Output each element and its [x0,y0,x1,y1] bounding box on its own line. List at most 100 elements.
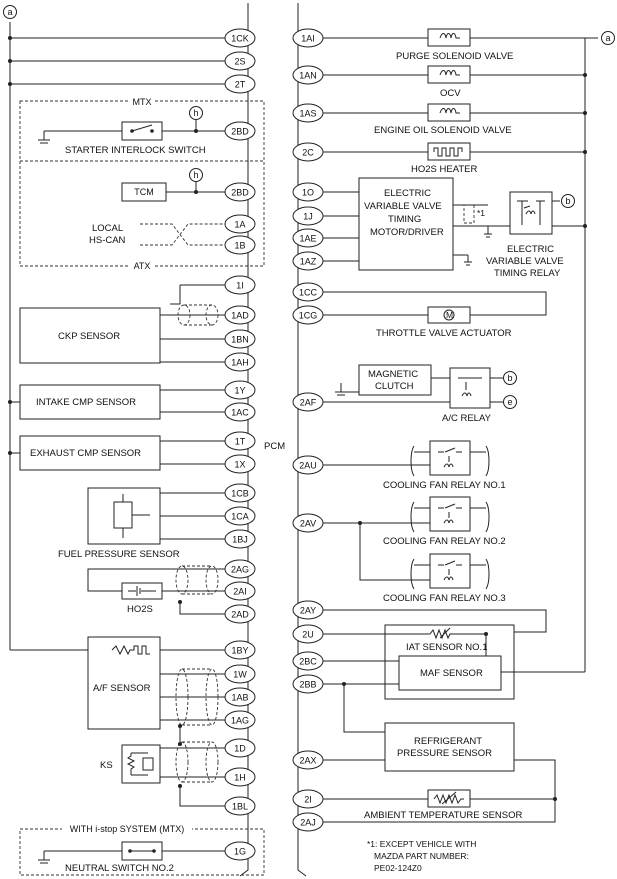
pin-label: 2AD [231,609,249,619]
pin-left-1bn: 1BN [224,329,256,349]
pin-right-1ai: 1AI [292,28,324,48]
magnetic-clutch [335,364,450,396]
pin-left-1w: 1W [224,664,256,684]
pin-left-1a: 1A [224,214,256,234]
pin-right-2i: 2I [292,789,324,809]
pcm-label: PCM [264,441,285,452]
pin-label: 1AC [231,407,249,417]
pin-label: 1T [235,436,246,446]
pin-label: 1Y [234,385,245,395]
ho2s-heater [316,142,587,161]
pin-left-1t: 1T [224,431,256,451]
evvt-relay [509,191,587,235]
pin-label: 2S [234,56,245,66]
refrig-label-2: PRESSURE SENSOR [397,748,492,759]
pin-left-2ag: 2AG [224,559,256,579]
cooling-fan-relay-3 [359,523,490,590]
pin-left-2t: 2T [224,74,256,94]
pin-label: 1AS [299,108,316,118]
ocv-label: OCV [440,88,461,99]
pin-label: 2AG [231,564,249,574]
ks-label: KS [100,760,113,771]
intake-cmp-label: INTAKE CMP SENSOR [36,397,136,408]
pin-label: 2BD [231,126,249,136]
exhaust-cmp-sensor [19,435,161,471]
pin-label: 1AI [301,33,315,43]
istop-label: WITH i-stop SYSTEM (MTX) [70,824,185,834]
ambient-label: AMBIENT TEMPERATURE SENSOR [364,810,522,821]
pin-label: 2I [304,794,312,804]
pin-label: 2T [235,79,246,89]
pin-label: 2AF [300,397,317,407]
af-sensor [87,636,230,744]
ground-ref-a-right: a [605,33,610,43]
pin-left-2bd: 2BD [224,182,256,202]
ref-e-ac: e [507,397,512,407]
iat-label: IAT SENSOR NO.1 [406,642,487,653]
pin-right-2ax: 2AX [292,750,324,770]
intake-cmp-sensor [19,384,161,420]
note-line-2: MAZDA PART NUMBER: [374,851,469,861]
ac-relay-label: A/C RELAY [442,413,492,424]
pin-label: 2BD [231,187,249,197]
star1-mark: *1 [477,208,485,218]
starter-interlock-label: STARTER INTERLOCK SWITCH [65,145,206,156]
pin-label: 2AI [233,586,247,596]
mag-clutch-label-1: MAGNETIC [368,369,418,380]
ground-ref-a-left: a [7,7,12,17]
pin-label: 1BJ [232,534,248,544]
pin-label: 1AD [231,310,249,320]
engine-oil-label: ENGINE OIL SOLENOID VALVE [374,125,512,136]
pin-left-1ca: 1CA [224,506,256,526]
pin-right-2af: 2AF [292,392,324,412]
evvt-label-1: ELECTRIC [384,188,431,199]
pin-label: 2AJ [300,817,316,827]
pin-label: 1X [234,459,245,469]
pin-label: 1AH [231,357,249,367]
fan3-label: COOLING FAN RELAY NO.3 [383,593,506,604]
pin-left-2ad: 2AD [224,604,256,624]
evvt-relay-label-3: TIMING RELAY [494,268,561,279]
evvt-label-3: TIMING [388,214,421,225]
local-label: LOCAL [92,223,123,234]
throttle-valve-actuator: M [316,291,547,324]
pin-left-2s: 2S [224,51,256,71]
atx-label: ATX [134,261,151,271]
pin-left-1ab: 1AB [224,687,256,707]
cooling-fan-relay-1 [316,440,490,477]
pin-right-1cc: 1CC [292,282,324,302]
starter-interlock-switch [38,106,230,144]
fuel-pressure-sensor [87,487,230,545]
evvt-label-4: MOTOR/DRIVER [370,227,444,238]
note-line-1: *1: EXCEPT VEHICLE WITH [367,839,476,849]
star1-component [453,204,510,238]
pin-right-1az: 1AZ [292,251,324,271]
refrigerant-pressure-sensor [316,722,556,823]
pin-label: 1CC [299,287,318,297]
ref-b-evvt: b [565,196,570,206]
pin-left-1b: 1B [224,235,256,255]
refrig-label-1: REFRIGERANT [414,736,482,747]
pin-left-1x: 1X [224,454,256,474]
tcm [121,168,230,202]
pins-right: 1AI1AN1AS2C1O1J1AE1AZ1CC1CG2AF2AU2AV2AY2… [292,28,324,832]
fuel-pressure-label: FUEL PRESSURE SENSOR [58,549,180,560]
hs-can-label: HS-CAN [89,235,126,246]
pin-left-1cb: 1CB [224,483,256,503]
pin-left-1ah: 1AH [224,352,256,372]
note-line-3: PE02-124Z0 [374,863,422,873]
pin-right-1o: 1O [292,182,324,202]
pin-label: 2C [302,147,314,157]
pin-label: 1AN [299,70,317,80]
pin-label: 2AU [299,460,317,470]
throttle-label: THROTTLE VALVE ACTUATOR [376,328,512,339]
purge-solenoid [316,28,471,47]
pin-label: 1BN [231,334,249,344]
engine-oil-solenoid [316,103,587,122]
knock-sensor [121,741,230,807]
pins-left: 1CK2S2T2BD2BD1A1B1I1AD1BN1AH1Y1AC1T1X1CB… [224,28,256,861]
af-sensor-label: A/F SENSOR [93,683,151,694]
pin-label: 1CK [231,33,249,43]
pin-left-1ag: 1AG [224,710,256,730]
